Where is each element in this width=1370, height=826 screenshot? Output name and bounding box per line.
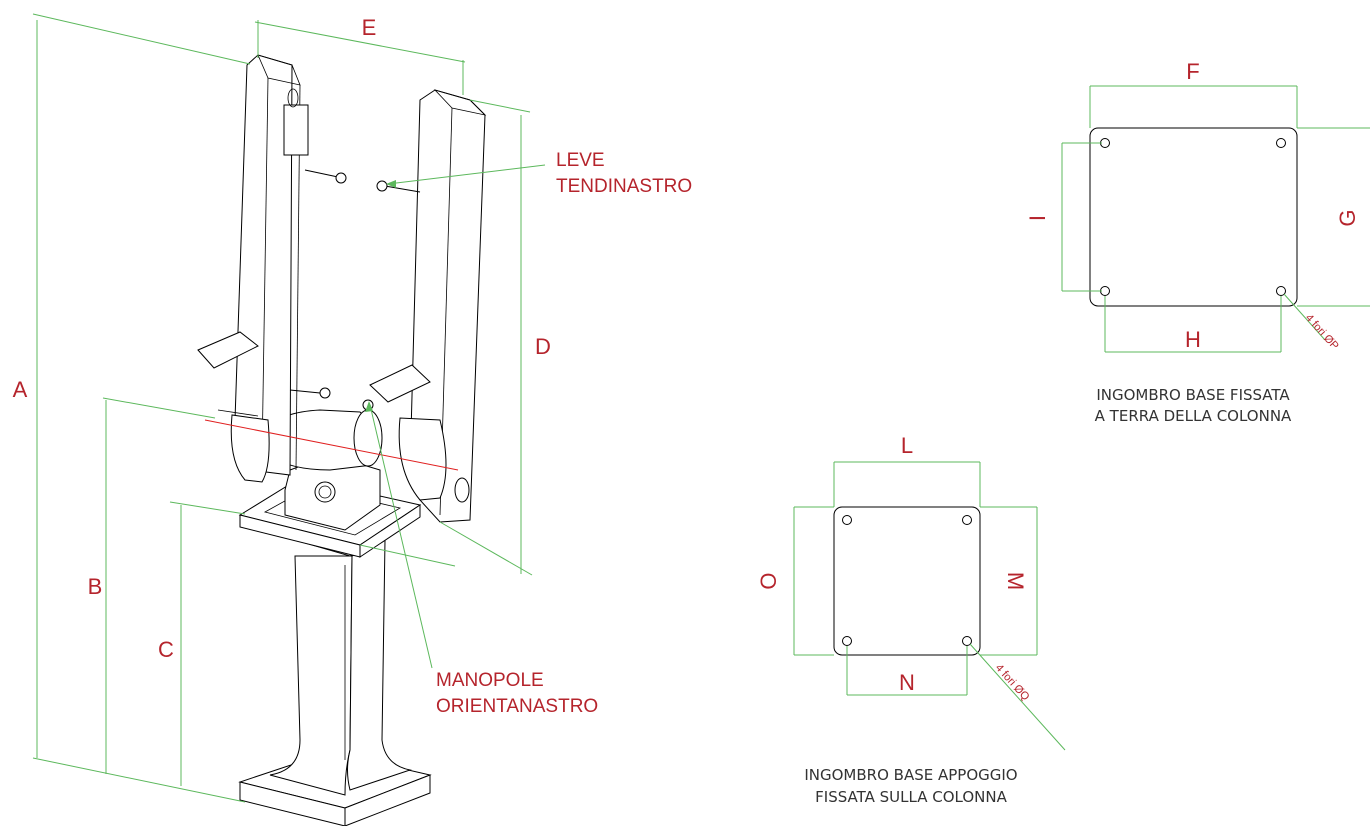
label-i: I: [1025, 215, 1050, 221]
callout-manopole-line2: ORIENTANASTRO: [436, 696, 598, 717]
right-lower-pulley: [398, 417, 447, 501]
machine-dimensions: [32, 13, 546, 803]
callout-manopole-line1: MANOPOLE: [436, 670, 544, 691]
floor-caption-line2: A TERRA DELLA COLONNA: [1095, 407, 1292, 425]
label-o: O: [756, 572, 781, 589]
label-g: G: [1335, 209, 1360, 226]
label-b: B: [88, 574, 103, 599]
dimension-e-line: [254, 21, 466, 63]
label-d: D: [535, 334, 551, 359]
support-caption-line1: INGOMBRO BASE APPOGGIO: [804, 766, 1017, 784]
pedestal-column-side: [347, 539, 412, 791]
floor-base-plate: [1089, 127, 1298, 307]
floor-holes-label: 4 fori ØP: [1303, 312, 1341, 352]
support-hole-bl: [842, 636, 852, 646]
label-h: H: [1185, 327, 1201, 352]
callout-leve-line2: TENDINASTRO: [556, 176, 692, 197]
label-a: A: [13, 377, 28, 402]
tension-lever-left-rod: [304, 169, 339, 178]
label-l: L: [901, 433, 913, 458]
manopole-leader-line: [369, 404, 433, 669]
left-platen: [197, 331, 259, 369]
orient-knob-left-rod: [289, 389, 321, 394]
label-n: N: [899, 670, 915, 695]
leve-leader-line: [387, 164, 546, 185]
pedestal-foot-front: [239, 781, 346, 826]
floor-base-plan: [1061, 85, 1370, 353]
support-holes-label: 4 fori ØQ: [993, 662, 1032, 704]
machine-table-side: [359, 504, 421, 558]
orient-knob-left-ball: [319, 387, 331, 399]
support-hole-tl: [842, 515, 852, 525]
left-lower-pulley: [230, 414, 270, 483]
floor-hole-tr: [1276, 138, 1286, 148]
tension-lever-left-ball: [335, 172, 347, 184]
support-base-plate: [833, 506, 981, 656]
tension-lever-right-rod: [384, 185, 421, 193]
floor-caption-line1: INGOMBRO BASE FISSATA: [1096, 386, 1290, 404]
label-f: F: [1186, 59, 1199, 84]
right-platen: [369, 364, 431, 403]
left-tensioner-block: [283, 104, 309, 156]
support-hole-tr: [962, 515, 972, 525]
belt-grinder-machine: [197, 54, 487, 826]
support-base-plan: [793, 461, 1066, 751]
motor-knob: [314, 481, 336, 503]
pedestal-column-front: [269, 555, 353, 796]
pedestal-foot-side: [344, 774, 431, 826]
support-caption-line2: FISSATA SULLA COLONNA: [815, 788, 1007, 806]
floor-hole-br: [1276, 286, 1286, 296]
support-hole-br: [962, 636, 972, 646]
right-pulley-hub: [454, 477, 470, 503]
label-e: E: [362, 15, 377, 40]
label-c: C: [158, 637, 174, 662]
label-m: M: [1003, 572, 1028, 590]
tension-lever-right-ball: [376, 180, 388, 192]
callout-leve-line1: LEVE: [556, 150, 605, 171]
motor-centerline: [204, 419, 459, 471]
left-belt-arm: [234, 54, 293, 476]
